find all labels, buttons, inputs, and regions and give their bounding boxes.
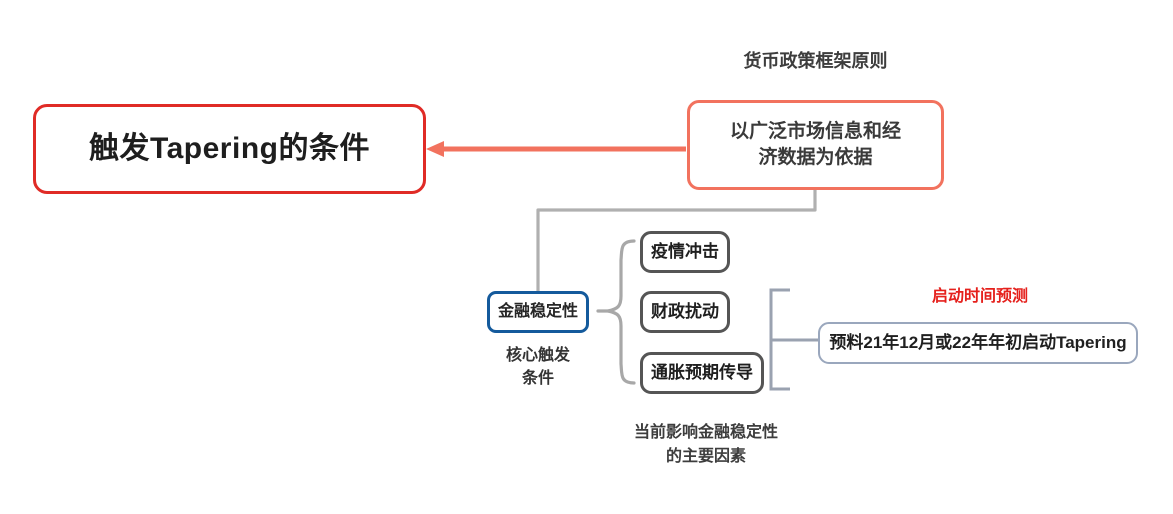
node-factor-pandemic-shock[interactable]: 疫情冲击 xyxy=(640,231,730,273)
node-factor-inflation-expectation-transmission[interactable]: 通胀预期传导 xyxy=(640,352,764,394)
connector-principle-to-stability xyxy=(536,186,817,292)
connector-stability-brace xyxy=(596,239,636,385)
connector-factors-bracket xyxy=(769,288,818,391)
stability-caption: 核心触发 条件 xyxy=(505,347,570,388)
node-financial-stability[interactable]: 金融稳定性 xyxy=(487,291,589,333)
node-factor-fiscal-disturbance[interactable]: 财政扰动 xyxy=(640,291,730,333)
factors-caption: 当前影响金融稳定性 的主要因素 xyxy=(633,424,778,465)
principle-caption: 货币政策框架原则 xyxy=(743,51,888,71)
node-root-trigger-conditions[interactable]: 触发Tapering的条件 xyxy=(33,104,426,194)
connector-root-to-principle xyxy=(426,141,686,157)
node-policy-principle[interactable]: 以广泛市场信息和经 济数据为依据 xyxy=(687,100,944,190)
forecast-caption: 启动时间预测 xyxy=(931,288,1028,305)
node-tapering-timing-forecast[interactable]: 预料21年12月或22年年初启动Tapering xyxy=(818,322,1138,364)
